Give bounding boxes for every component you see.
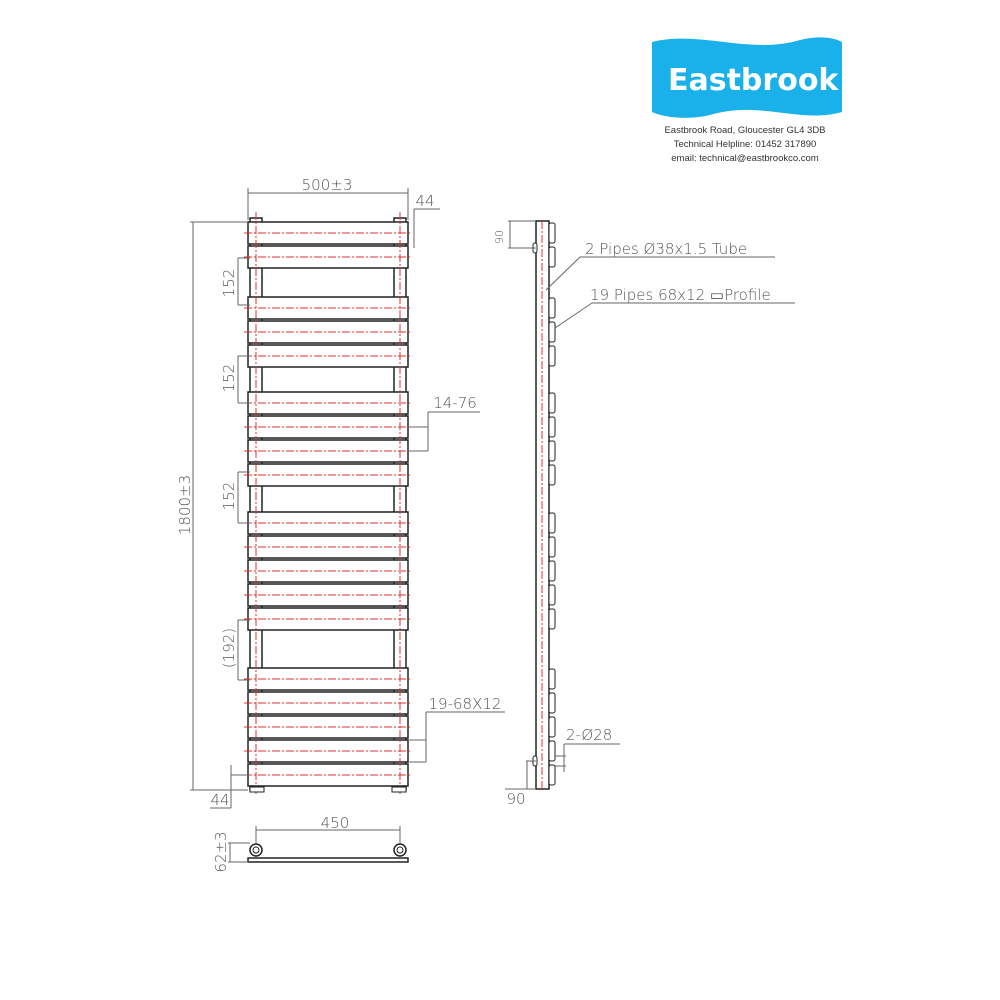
- helpline-text: Technical Helpline: 01452 317890: [674, 139, 817, 150]
- address-text: Eastbrook Road, Gloucester GL4 3DB: [664, 125, 825, 136]
- depth-dimension: 62±3: [212, 831, 230, 872]
- foot: [249, 786, 265, 793]
- tube-callout: 2 Pipes Ø38x1.5 Tube: [585, 240, 747, 258]
- side-bar-profile: [548, 345, 556, 367]
- side-bar-profile: [548, 222, 556, 244]
- side-bar-profile: [548, 668, 556, 690]
- centres-dimension: 450: [321, 814, 350, 832]
- side-bar-profile: [548, 740, 556, 762]
- side-view: [505, 220, 795, 790]
- height-dimension: 1800±3: [176, 475, 194, 535]
- side-bar-profile: [548, 392, 556, 414]
- plan-view: [228, 826, 409, 863]
- side-top-dimension: 90: [493, 230, 506, 244]
- leader-line: [545, 256, 581, 291]
- leader-line: [554, 302, 593, 329]
- side-bar-profile: [548, 440, 556, 462]
- side-bar-profile: [548, 512, 556, 534]
- gap-dimension-4: (192): [220, 628, 238, 668]
- pitch-dimension: 14-76: [433, 394, 477, 412]
- side-bar-profile: [548, 246, 556, 268]
- plan-bar: [247, 857, 409, 863]
- gap-dimension-1: 152: [220, 269, 238, 298]
- foot: [391, 786, 407, 793]
- side-bar-profile: [548, 764, 556, 786]
- side-bar-profile: [548, 584, 556, 606]
- width-dimension: 500±3: [302, 176, 353, 194]
- side-bar-profile: [548, 716, 556, 738]
- profile-callout: 19 Pipes 68x12 ▭Profile: [590, 286, 771, 304]
- side-bar-profile: [548, 297, 556, 319]
- plan-tube-bore: [252, 846, 260, 854]
- side-bar-profile: [548, 692, 556, 714]
- plan-tube-bore: [396, 846, 404, 854]
- gap-dimension-2: 152: [220, 364, 238, 393]
- gap-dimension-3: 152: [220, 482, 238, 511]
- side-bar-profile: [548, 536, 556, 558]
- bottom-offset-dimension: 44: [210, 791, 229, 809]
- side-bar-profile: [548, 560, 556, 582]
- logo-text: Eastbrook: [668, 63, 839, 98]
- front-view: [190, 188, 505, 809]
- side-bar-profile: [548, 321, 556, 343]
- connection-dimension: 2-Ø28: [566, 726, 612, 744]
- top-offset-dimension: 44: [415, 192, 434, 210]
- eastbrook-logo: Eastbrook: [652, 37, 842, 118]
- side-bottom-dimension: 90: [506, 790, 525, 808]
- side-bar-profile: [548, 608, 556, 630]
- side-bar-profile: [548, 416, 556, 438]
- email-text: email: technical@eastbrookco.com: [671, 153, 819, 164]
- bar-size-dimension: 19-68X12: [429, 695, 502, 713]
- side-bar-profile: [548, 464, 556, 486]
